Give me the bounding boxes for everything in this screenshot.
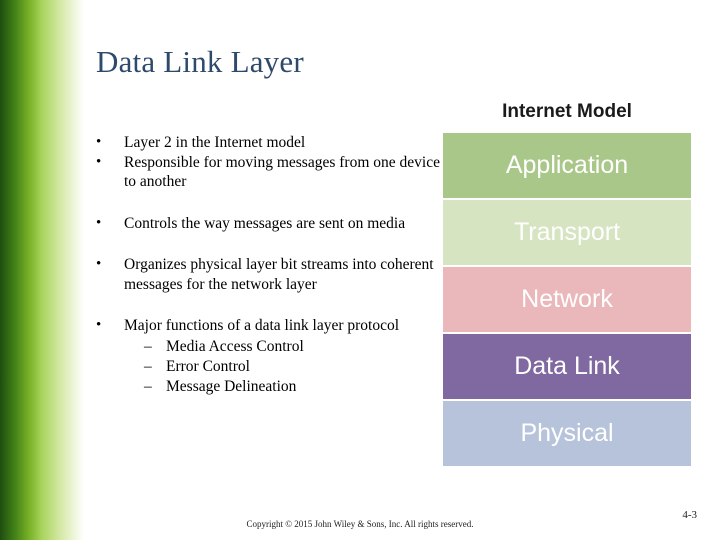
sub-list-item-label: Error Control — [166, 357, 250, 375]
layer-box-transport: Transport — [443, 200, 691, 265]
bullet-text: Responsible for moving messages from one… — [124, 153, 440, 191]
spacer — [88, 192, 448, 214]
sub-list-item-label: Media Access Control — [166, 337, 304, 355]
layer-box-physical: Physical — [443, 401, 691, 466]
sub-list-item-label: Message Delineation — [166, 377, 297, 395]
layer-box-network: Network — [443, 267, 691, 332]
bullet-marker: • — [96, 317, 102, 334]
model-heading: Internet Model — [502, 101, 632, 122]
list-item: • Major functions of a data link layer p… — [88, 316, 448, 397]
bullet-text: Major functions of a data link layer pro… — [124, 317, 400, 335]
bullet-text: Organizes physical layer bit streams int… — [124, 256, 434, 293]
sub-list: – Media Access Control – Error Control –… — [124, 337, 448, 397]
bullet-marker: • — [96, 153, 102, 170]
sub-list-item: – Message Delineation — [144, 377, 448, 397]
spacer — [88, 233, 448, 255]
list-item: • Responsible for moving messages from o… — [88, 153, 448, 192]
bullet-list: • Layer 2 in the Internet model • Respon… — [88, 133, 448, 397]
left-accent-bar-fade — [42, 0, 84, 540]
bullet-marker: • — [96, 256, 102, 273]
copyright-notice: Copyright © 2015 John Wiley & Sons, Inc.… — [246, 519, 474, 529]
sub-list-item: – Error Control — [144, 357, 448, 377]
spacer — [88, 294, 448, 316]
layer-box-application: Application — [443, 133, 691, 198]
layer-box-data-link: Data Link — [443, 334, 691, 399]
dash-marker: – — [144, 357, 152, 375]
bullet-marker: • — [96, 214, 102, 231]
left-accent-bar — [0, 0, 42, 540]
page-title: Data Link Layer — [96, 44, 304, 79]
bullet-text: Layer 2 in the Internet model — [124, 134, 306, 151]
page-number: 4-3 — [682, 509, 697, 521]
internet-model-stack: Application Transport Network Data Link … — [443, 133, 691, 468]
list-item: • Organizes physical layer bit streams i… — [88, 255, 448, 294]
list-item: • Controls the way messages are sent on … — [88, 214, 448, 234]
bullet-text: Controls the way messages are sent on me… — [124, 214, 406, 232]
bullet-marker: • — [96, 134, 102, 150]
dash-marker: – — [144, 337, 152, 355]
dash-marker: – — [144, 377, 152, 395]
sub-list-item: – Media Access Control — [144, 337, 448, 357]
list-item: • Layer 2 in the Internet model — [88, 133, 448, 153]
